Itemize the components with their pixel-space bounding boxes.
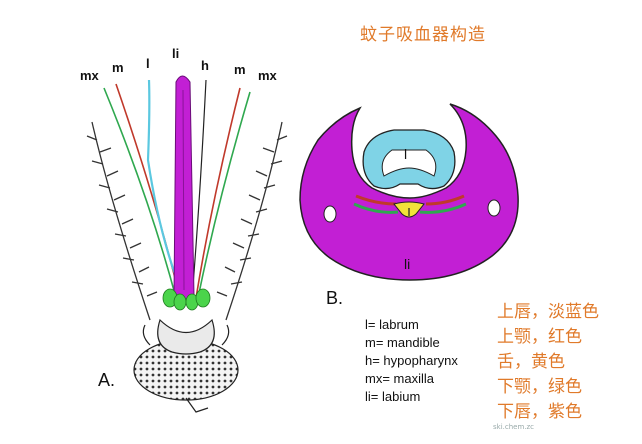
chinese-legend-item: 上唇，淡蓝色 [497, 302, 599, 322]
mandible-right [195, 87, 241, 299]
chinese-color-legend: 上唇，淡蓝色 上颚，红色 舌，黄色 下颚，绿色 下唇，紫色 [497, 300, 599, 425]
mosquito-head [133, 318, 239, 413]
maxilla-right [216, 121, 288, 321]
chinese-legend-item: 舌，黄色 [497, 352, 565, 372]
chinese-legend-item: 下颚，绿色 [497, 377, 582, 397]
cross-section-label-li: li [404, 256, 411, 272]
label-m-left: m [112, 60, 124, 75]
chinese-legend-item: 上颚，红色 [497, 327, 582, 347]
maxilla-bases [162, 288, 211, 311]
maxilla-stylet-right [197, 91, 251, 299]
legend-item: h= hypopharynx [365, 353, 458, 368]
cross-section-label-l: l [404, 146, 408, 162]
panel-b-letter: B. [326, 288, 344, 308]
label-li: li [172, 46, 180, 61]
labium-cross-section [299, 103, 519, 281]
watermark: ski.chem.zc [493, 423, 535, 431]
label-mx-left: mx [80, 68, 99, 83]
mandible-cross-section [355, 194, 397, 206]
legend-item: l= labrum [365, 317, 419, 332]
label-m-right: m [234, 62, 246, 77]
cross-section [299, 103, 519, 281]
panel-a-letter: A. [98, 370, 116, 390]
hypopharynx [191, 79, 207, 299]
label-l: l [146, 56, 150, 71]
mandible-left [115, 83, 181, 299]
legend-item: mx= maxilla [365, 371, 434, 386]
maxilla-cross-section [353, 202, 399, 214]
label-h: h [201, 58, 209, 73]
maxilla-left [86, 121, 158, 321]
chinese-legend-item: 下唇，紫色 [497, 402, 582, 422]
figure-title: 蚊子吸血器构造 [360, 25, 486, 45]
labrum [146, 79, 186, 299]
legend-item: m= mandible [365, 335, 440, 350]
abbreviation-legend: l= labrum m= mandible h= hypopharynx mx=… [365, 316, 458, 406]
maxilla-stylet-left [103, 87, 177, 299]
legend-item: li= labium [365, 389, 421, 404]
label-mx-right: mx [258, 68, 277, 83]
